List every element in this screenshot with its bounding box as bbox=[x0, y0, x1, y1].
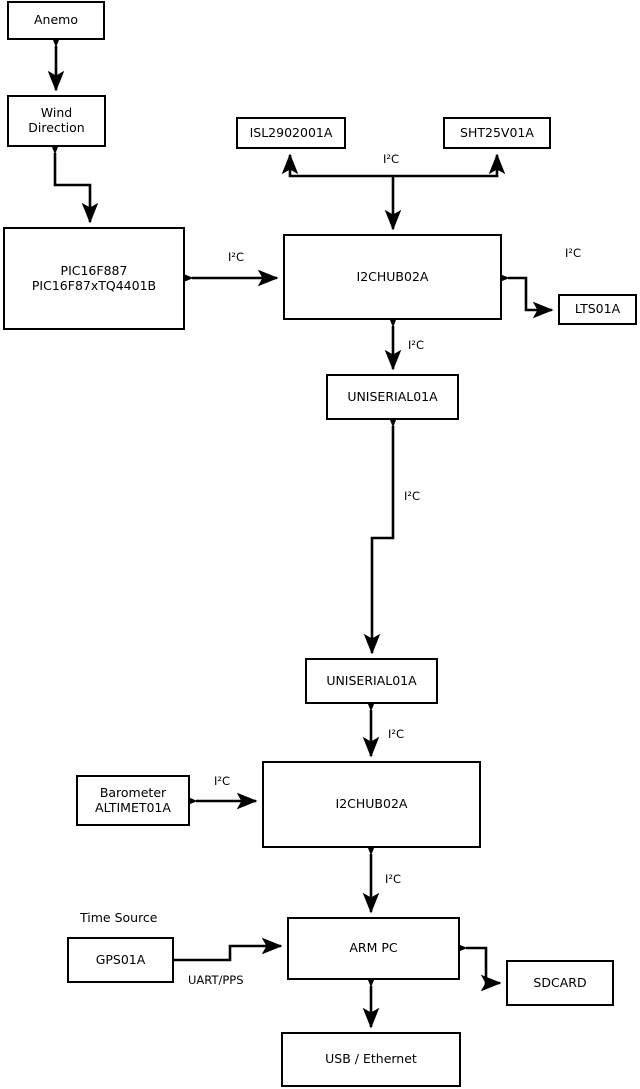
edge-label-i2c-pic-hub: I²C bbox=[228, 250, 245, 264]
node-arm-pc[interactable]: ARM PC bbox=[287, 917, 460, 980]
edge-label-i2c-uniserial-hub: I²C bbox=[388, 727, 405, 741]
node-uniserial01a-top[interactable]: UNISERIAL01A bbox=[326, 374, 459, 420]
edge-label-i2c-hub-lts: I²C bbox=[565, 246, 582, 260]
connector-gps-armpc bbox=[174, 937, 283, 962]
edge-label-i2c-hub-armpc: I²C bbox=[385, 872, 402, 886]
connector-hubtop-lts bbox=[488, 269, 554, 319]
node-usb-ethernet[interactable]: USB / Ethernet bbox=[281, 1032, 461, 1087]
edge-label-uart-pps: UART/PPS bbox=[188, 973, 244, 987]
node-gps01a[interactable]: GPS01A bbox=[67, 937, 174, 983]
node-i2chub02a-bottom[interactable]: I2CHUB02A bbox=[262, 761, 481, 848]
node-anemo[interactable]: Anemo bbox=[7, 1, 105, 40]
node-lts01a[interactable]: LTS01A bbox=[558, 294, 637, 325]
connector-uniserial-link bbox=[363, 406, 402, 655]
node-pic16f887[interactable]: PIC16F887 PIC16F87xTQ4401B bbox=[3, 227, 185, 330]
connector-wind-pic bbox=[46, 133, 99, 224]
edge-label-i2c-hub-uniserial: I²C bbox=[408, 338, 425, 352]
node-sht25v01a[interactable]: SHT25V01A bbox=[443, 117, 551, 149]
edge-label-i2c-isl-sht: I²C bbox=[383, 152, 400, 166]
label-time-source: Time Source bbox=[80, 910, 158, 925]
edge-label-i2c-barometer-hub: I²C bbox=[214, 774, 231, 788]
node-isl2902001a[interactable]: ISL2902001A bbox=[236, 117, 346, 149]
node-sdcard[interactable]: SDCARD bbox=[506, 960, 614, 1006]
connector-bus-isl bbox=[281, 153, 393, 178]
node-wind-direction[interactable]: Wind Direction bbox=[7, 95, 106, 147]
node-uniserial01a-bottom[interactable]: UNISERIAL01A bbox=[305, 658, 438, 704]
connector-armpc-sdcard bbox=[446, 939, 502, 992]
node-barometer-altimet01a[interactable]: Barometer ALTIMET01A bbox=[76, 775, 190, 826]
node-i2chub02a-top[interactable]: I2CHUB02A bbox=[283, 234, 502, 320]
edge-label-i2c-uniserial-link: I²C bbox=[404, 489, 421, 503]
connector-bus-sht bbox=[393, 153, 506, 178]
